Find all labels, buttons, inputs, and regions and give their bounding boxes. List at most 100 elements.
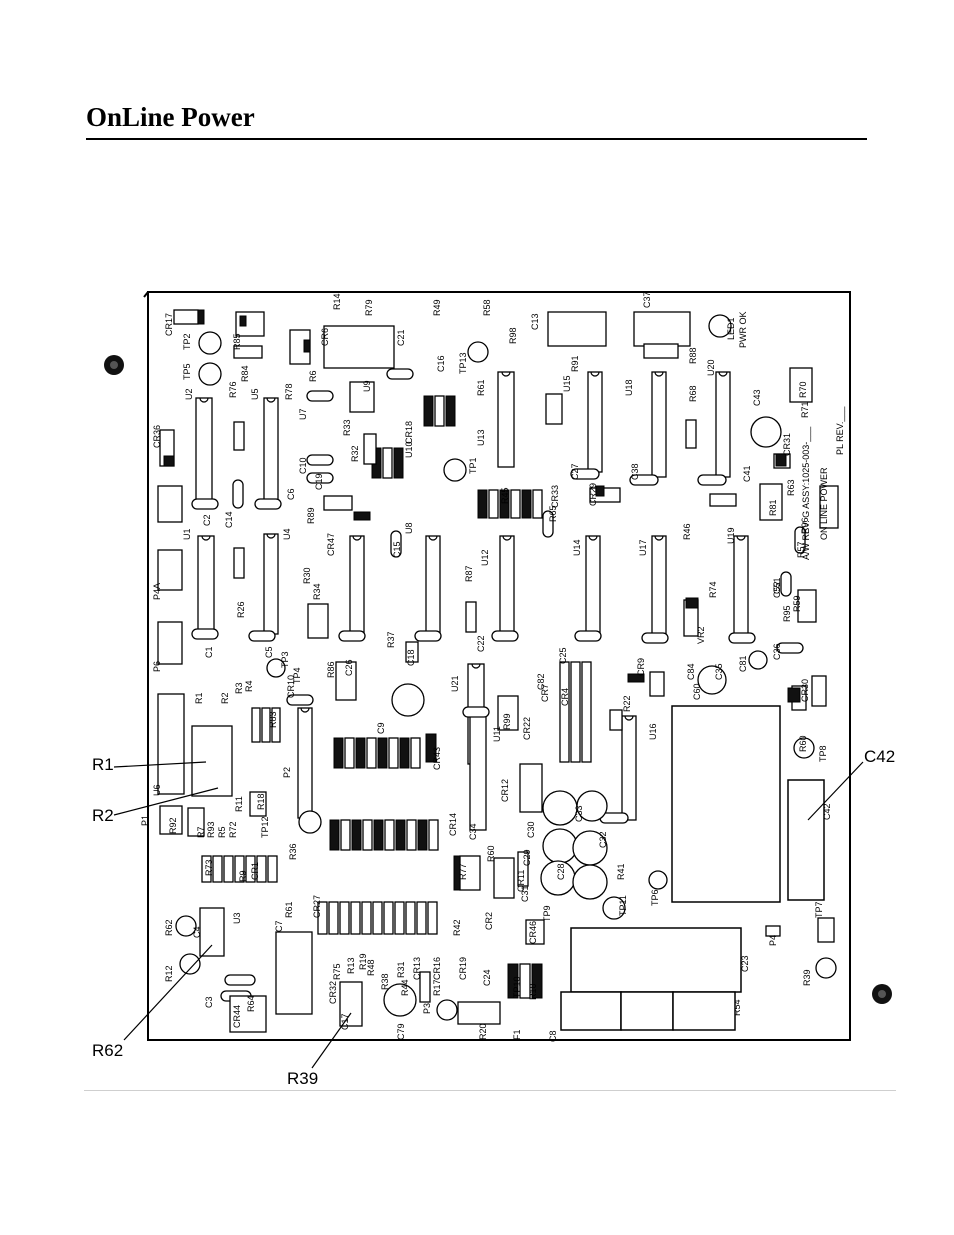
resistor-row-h-0 — [477, 489, 488, 519]
silkscreen-label: C34 — [468, 823, 478, 840]
round-component-12 — [815, 957, 837, 979]
silkscreen-label: R38 — [380, 973, 390, 990]
ceramic-cap-0 — [191, 498, 219, 510]
silkscreen-label: R75 — [332, 963, 342, 980]
silkscreen-label: U20 — [706, 359, 716, 376]
silkscreen-label: R92 — [168, 817, 178, 834]
silkscreen-label: CR7 — [540, 684, 550, 702]
round-component-3 — [467, 341, 489, 363]
silkscreen-label: U1 — [182, 528, 192, 540]
silkscreen-label: P2 — [282, 767, 292, 778]
silkscreen-label: R98 — [508, 327, 518, 344]
misc-part-11 — [307, 603, 329, 639]
round-component-5 — [266, 658, 286, 678]
resistor-row-b-1 — [328, 901, 339, 935]
misc-part-10 — [233, 547, 245, 579]
ceramic-cap-13 — [491, 630, 519, 642]
misc-part-15 — [323, 495, 353, 511]
silkscreen-label: CR36 — [152, 425, 162, 448]
ic-notch-8 — [654, 371, 664, 377]
silkscreen-label: U14 — [572, 539, 582, 556]
silkscreen-label: C8 — [548, 1030, 558, 1042]
silkscreen-label: TP10 — [512, 976, 522, 998]
resistor-row-h-5 — [532, 489, 543, 519]
ic-package-16 — [469, 709, 487, 831]
misc-part-37 — [649, 671, 665, 697]
misc-part-7 — [173, 309, 199, 325]
resistor-row-c-7 — [410, 737, 421, 769]
misc-part-33 — [335, 661, 357, 701]
round-component-14 — [748, 650, 768, 670]
silkscreen-label: CR4 — [560, 688, 570, 706]
silkscreen-label: C23 — [740, 955, 750, 972]
misc-part-38 — [811, 675, 827, 707]
silkscreen-label: CR22 — [522, 717, 532, 740]
silkscreen-label: C22 — [476, 635, 486, 652]
silkscreen-label: C32 — [598, 831, 608, 848]
diode-mark-11 — [453, 855, 461, 891]
silkscreen-label: C19 — [314, 473, 324, 490]
vertical-cap-3 — [794, 526, 806, 554]
silkscreen-label: R78 — [284, 383, 294, 400]
vertical-cap-4 — [780, 571, 792, 597]
electrolytic-cap-5 — [572, 864, 608, 900]
vertical-cap-1 — [390, 530, 402, 558]
resistor-row-e-0 — [251, 707, 261, 743]
silkscreen-label: R5 — [217, 826, 227, 838]
board-marking-group: PL REV.___ ON LINE POWER A/W REV. G ASSY… — [801, 406, 845, 560]
silkscreen-label: TP8 — [818, 745, 828, 762]
misc-part-2 — [633, 311, 691, 347]
ic-notch-11 — [588, 535, 598, 541]
c42-capacitor — [787, 779, 825, 901]
silkscreen-label: R58 — [482, 299, 492, 316]
resistor-row-j-1 — [519, 963, 531, 999]
silkscreen-label: R12 — [164, 965, 174, 982]
ceramic-cap-5 — [386, 368, 414, 380]
silkscreen-label: P4 — [768, 935, 778, 946]
misc-part-45 — [405, 641, 419, 663]
silkscreen-label: R42 — [452, 919, 462, 936]
resistor-row-e-2 — [271, 707, 281, 743]
silkscreen-label: R34 — [312, 583, 322, 600]
silkscreen-label: R84 — [240, 365, 250, 382]
silkscreen-label: C5 — [264, 646, 274, 658]
silkscreen-label: TP12 — [260, 816, 270, 838]
resistor-row-b-0 — [317, 901, 328, 935]
silkscreen-label: P1 — [140, 815, 150, 826]
silkscreen-label: R95 — [782, 605, 792, 622]
resistor-row-f-2 — [445, 395, 456, 427]
round-component-1 — [198, 362, 222, 386]
misc-part-24 — [249, 791, 267, 817]
resistor-row-d-0 — [329, 819, 340, 851]
ceramic-cap-22 — [224, 974, 256, 986]
diode-mark-0 — [197, 309, 205, 325]
resistor-row-b-5 — [372, 901, 383, 935]
silkscreen-label: TP7 — [814, 901, 824, 918]
silkscreen-label: R37 — [386, 631, 396, 648]
silkscreen-label: R48 — [366, 959, 376, 976]
silkscreen-label: C82 — [536, 673, 546, 690]
resistor-row-b-2 — [339, 901, 350, 935]
ceramic-cap-9 — [191, 628, 219, 640]
silkscreen-label: C52 — [772, 581, 782, 598]
silkscreen-label: R93 — [206, 821, 216, 838]
misc-part-28 — [419, 971, 431, 1003]
resistor-row-g-2 — [393, 447, 404, 479]
ic-package-6 — [497, 371, 515, 468]
silkscreen-label: CR30 — [800, 679, 810, 702]
ic-notch-13 — [736, 535, 746, 541]
ic-package-1 — [263, 397, 279, 504]
misc-part-6 — [233, 345, 263, 359]
silkscreen-label: CR43 — [432, 747, 442, 770]
ic-notch-5 — [428, 535, 438, 541]
silkscreen-label: CR47 — [326, 533, 336, 556]
silkscreen-label: U10 — [404, 441, 414, 458]
page-title: OnLine Power — [86, 102, 255, 132]
silkscreen-label: R36 — [288, 843, 298, 860]
ic-package-13 — [733, 535, 749, 642]
misc-part-21 — [819, 485, 839, 529]
silkscreen-label: R30 — [302, 567, 312, 584]
misc-part-3 — [643, 343, 679, 359]
resistor-row-a-1 — [212, 855, 223, 883]
silkscreen-label: R26 — [236, 601, 246, 618]
